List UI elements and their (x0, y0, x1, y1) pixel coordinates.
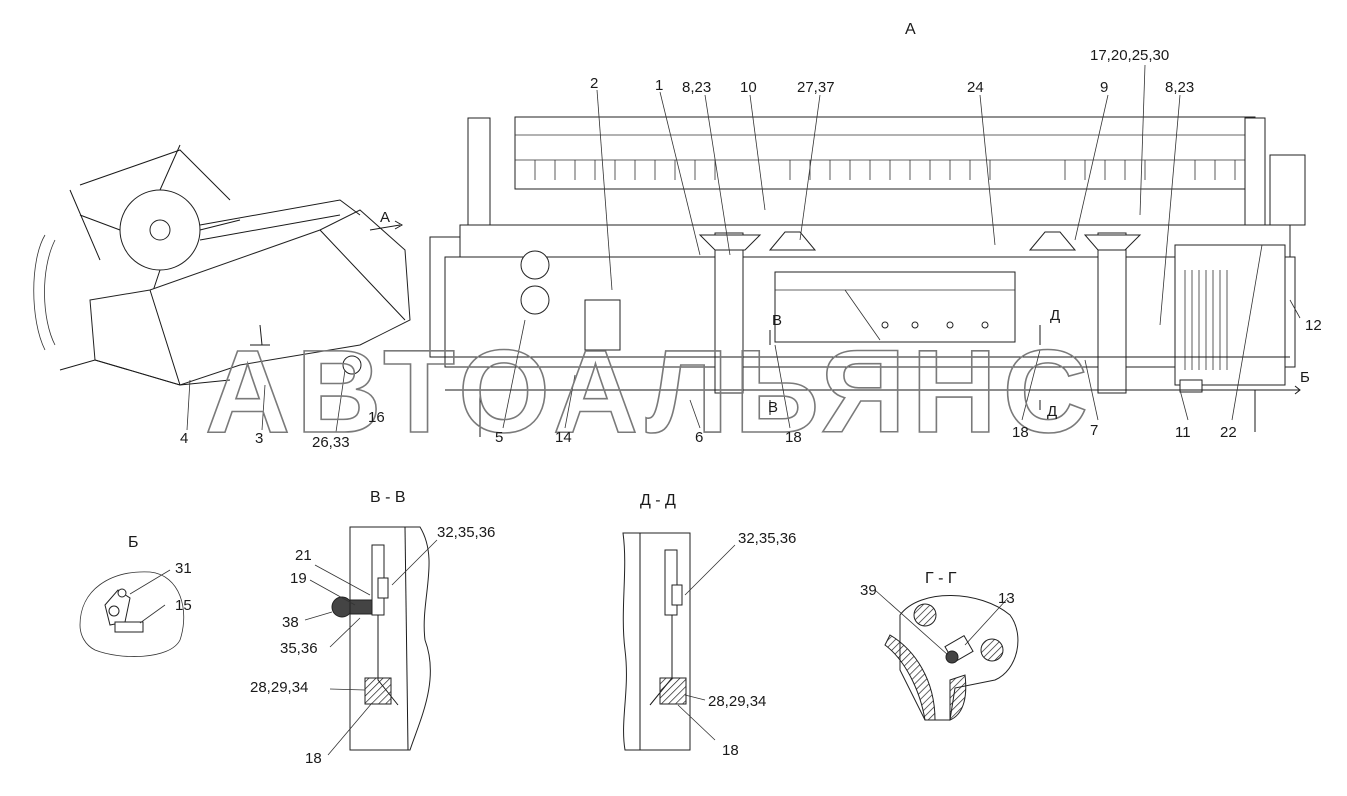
chain-guide-lines (1184, 270, 1228, 370)
callout-9: 9 (1100, 79, 1108, 96)
callout-11: 11 (1175, 424, 1191, 441)
callout-14: 14 (555, 429, 572, 446)
callout-vv-19: 19 (290, 570, 307, 587)
callout-5: 5 (495, 429, 503, 446)
header-side-view (33, 144, 411, 386)
callout-dd-28-29-34: 28,29,34 (708, 693, 766, 710)
view-title-gg: Г - Г (925, 570, 957, 587)
callout-vv-28-29-34: 28,29,34 (250, 679, 308, 696)
view-a-arrow (369, 224, 401, 231)
callout-18-center: 18 (785, 429, 802, 446)
view-title-dd: Д - Д (640, 492, 676, 509)
detail-b (79, 569, 185, 657)
callout-vv-32-35-36: 32,35,36 (437, 524, 495, 541)
callout-vv-35-36: 35,36 (280, 640, 318, 657)
callout-gg-39: 39 (860, 582, 877, 599)
callout-a-arrow: А (380, 209, 390, 226)
callout-26-33: 26,33 (312, 434, 350, 451)
callout-12: 12 (1305, 317, 1322, 334)
callout-d-lower: Д (1047, 403, 1057, 420)
callout-6: 6 (695, 429, 703, 446)
callout-b-15: 15 (175, 597, 192, 614)
view-title-b: Б (128, 534, 139, 551)
callout-dd-18: 18 (722, 742, 739, 759)
callout-vv-18: 18 (305, 750, 322, 767)
leader-lines (186, 64, 1301, 433)
header-front-view (429, 116, 1306, 437)
callout-22: 22 (1220, 424, 1237, 441)
view-title-vv: В - В (370, 489, 406, 506)
callout-8-23-right: 8,23 (1165, 79, 1194, 96)
callout-vv-38: 38 (282, 614, 299, 631)
section-gg (874, 589, 1019, 721)
callout-2: 2 (590, 75, 598, 92)
callout-10: 10 (740, 79, 757, 96)
callout-v-lower: В (768, 399, 778, 416)
callout-18-right: 18 (1012, 424, 1029, 441)
reel-slats (515, 159, 1255, 180)
callout-27-37: 27,37 (797, 79, 835, 96)
callout-17-20-25-30: 17,20,25,30 (1090, 47, 1169, 64)
callout-d-upper: Д (1050, 307, 1060, 324)
callout-vv-21: 21 (295, 547, 312, 564)
watermark-text: АВТОАЛЬЯНС (205, 326, 1094, 458)
callout-b-31: 31 (175, 560, 192, 577)
callout-b-mark: Б (1300, 369, 1310, 386)
callout-v-upper: В (772, 312, 782, 329)
callout-16: 16 (368, 409, 385, 426)
callout-1: 1 (655, 77, 663, 94)
view-title-a: А (905, 21, 916, 38)
callout-gg-13: 13 (998, 590, 1015, 607)
section-dd (622, 532, 736, 751)
callout-dd-32-35-36: 32,35,36 (738, 530, 796, 547)
callout-4: 4 (180, 430, 188, 447)
section-vv (304, 526, 438, 756)
callout-8-23-left: 8,23 (682, 79, 711, 96)
callout-24: 24 (967, 79, 984, 96)
callout-7: 7 (1090, 422, 1098, 439)
callout-3: 3 (255, 430, 263, 447)
